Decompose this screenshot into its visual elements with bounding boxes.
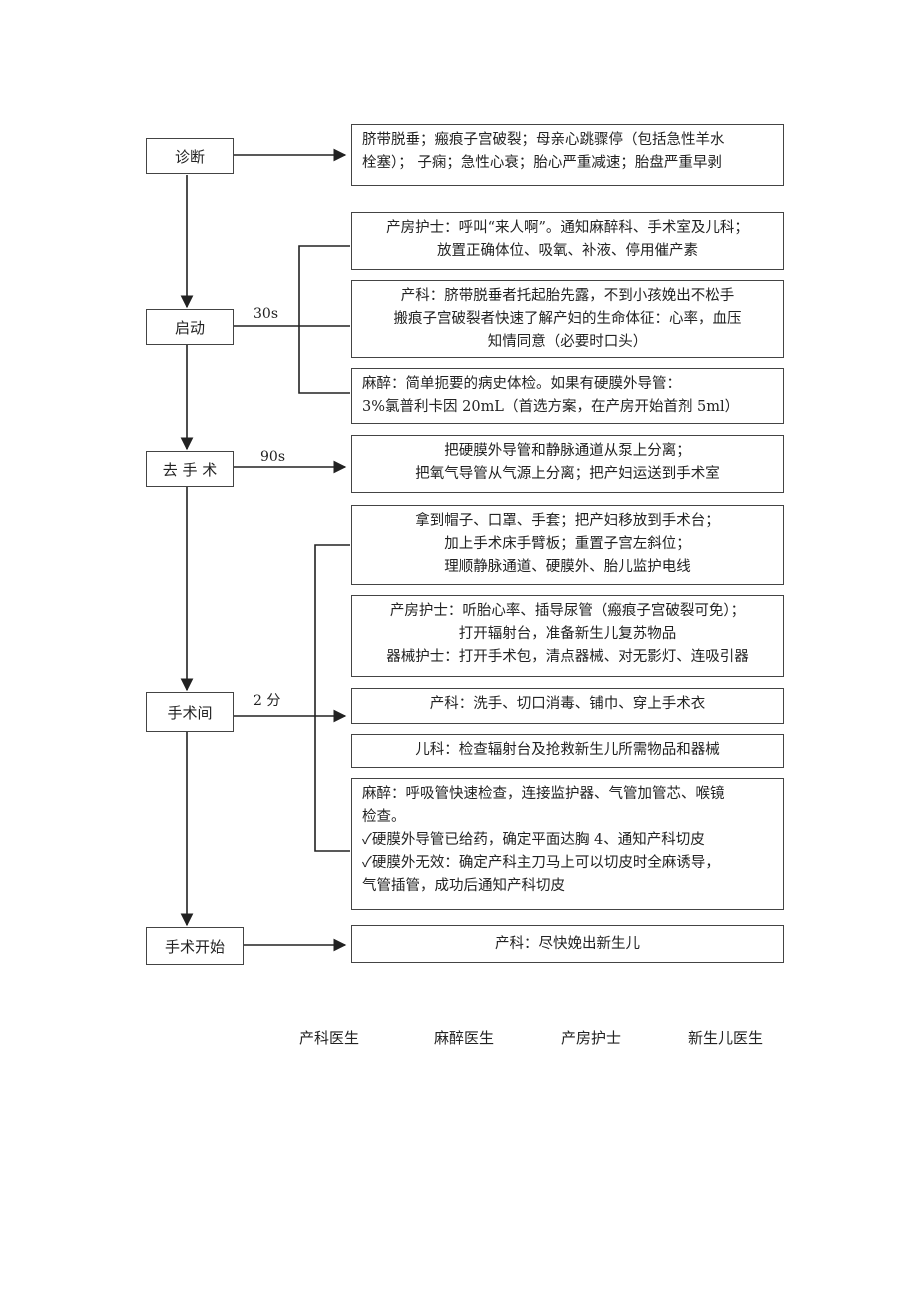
- box-line: 产房护士：听胎心率、插导尿管（瘢痕子宫破裂可免）；: [389, 603, 746, 619]
- box-room-nurse: 产房护士：听胎心率、插导尿管（瘢痕子宫破裂可免）； 打开辐射台，准备新生儿复苏物…: [351, 595, 784, 677]
- box-line: 器械护士：打开手术包，清点器械、对无影灯、连吸引器: [386, 649, 749, 665]
- box-transfer: 把硬膜外导管和静脉通道从泵上分离； 把氧气导管从气源上分离；把产妇运送到手术室: [351, 435, 784, 493]
- legend-neonatologist: 新生儿医生: [688, 1029, 764, 1047]
- box-line: 把氧气导管从气源上分离；把产妇运送到手术室: [415, 466, 720, 482]
- node-diagnose-label: 诊断: [174, 147, 205, 166]
- box-line: 打开辐射台，准备新生儿复苏物品: [458, 626, 677, 642]
- box-line: 放置正确体位、吸氧、补液、停用催产素: [437, 243, 698, 259]
- box-line: 搬痕子宫破裂者快速了解产妇的生命体征：心率，血压: [393, 311, 742, 327]
- box-line: 检查。: [362, 809, 406, 825]
- box-line: 气管插管，成功后通知产科切皮: [362, 878, 565, 894]
- legend-anesthesiologist: 麻醉医生: [434, 1029, 495, 1047]
- legend-obstetrician: 产科医生: [299, 1029, 360, 1047]
- box-line: 理顺静脉通道、硬膜外、胎儿监护电线: [444, 559, 691, 575]
- box-line: 知情同意（必要时口头）: [487, 334, 648, 350]
- legend-delivery-nurse: 产房护士: [561, 1029, 622, 1047]
- box-line: 加上手术床手臂板；重置子宫左斜位；: [444, 536, 691, 552]
- box-room-ob: 产科：洗手、切口消毒、铺巾、穿上手术衣: [351, 688, 784, 724]
- node-to-or-label: 去 手 术: [162, 460, 218, 479]
- box-line: 产科：脐带脱垂者托起胎先露，不到小孩娩出不松手: [400, 288, 735, 304]
- box-line: 麻醉：简单扼要的病史体检。如果有硬膜外导管：: [362, 376, 681, 392]
- box-line: 栓塞）； 子痫；急性心衰；胎心严重减速；胎盘严重早剥: [362, 155, 722, 171]
- edge-label-to-or-time: 90s: [260, 449, 285, 465]
- box-line: 脐带脱垂；瘢痕子宫破裂；母亲心跳骤停（包括急性羊水: [362, 132, 725, 148]
- node-start-label: 启动: [174, 318, 205, 337]
- box-line: ✓硬膜外导管已给药，确定平面达胸 4、通知产科切皮: [362, 832, 705, 848]
- box-anes-start: 麻醉：简单扼要的病史体检。如果有硬膜外导管： 3%氯普利卡因 20mL（首选方案…: [351, 368, 784, 424]
- bracket-or-room: [314, 544, 350, 852]
- node-start: 启动: [146, 309, 234, 345]
- box-room-all: 拿到帽子、口罩、手套；把产妇移放到手术台； 加上手术床手臂板；重置子宫左斜位； …: [351, 505, 784, 585]
- node-or-room-label: 手术间: [167, 703, 213, 722]
- box-line: 拿到帽子、口罩、手套；把产妇移放到手术台；: [415, 513, 720, 529]
- box-line: ✓硬膜外无效：确定产科主刀马上可以切皮时全麻诱导，: [362, 855, 720, 871]
- box-line: 产房护士：呼叫“来人啊”。通知麻醉科、手术室及儿科；: [386, 220, 749, 236]
- node-surgery-start: 手术开始: [146, 927, 244, 965]
- bracket-start: [298, 245, 350, 394]
- node-surgery-start-label: 手术开始: [164, 937, 225, 956]
- box-room-anes: 麻醉：呼吸管快速检查，连接监护器、气管加管芯、喉镜 检查。 ✓硬膜外导管已给药，…: [351, 778, 784, 910]
- box-deliver: 产科：尽快娩出新生儿: [351, 925, 784, 963]
- box-line: 产科：尽快娩出新生儿: [495, 935, 640, 952]
- box-line: 儿科：检查辐射台及抢救新生儿所需物品和器械: [415, 742, 720, 758]
- box-room-peds: 儿科：检查辐射台及抢救新生儿所需物品和器械: [351, 734, 784, 768]
- edge-label-or-room-time: 2 分: [253, 693, 281, 709]
- box-line: 产科：洗手、切口消毒、铺巾、穿上手术衣: [429, 696, 706, 712]
- box-line: 麻醉：呼吸管快速检查，连接监护器、气管加管芯、喉镜: [362, 786, 725, 802]
- node-or-room: 手术间: [146, 692, 234, 732]
- box-nurse-start: 产房护士：呼叫“来人啊”。通知麻醉科、手术室及儿科； 放置正确体位、吸氧、补液、…: [351, 212, 784, 270]
- box-indications: 脐带脱垂；瘢痕子宫破裂；母亲心跳骤停（包括急性羊水 栓塞）； 子痫；急性心衰；胎…: [351, 124, 784, 186]
- node-diagnose: 诊断: [146, 138, 234, 174]
- box-line: 把硬膜外导管和静脉通道从泵上分离；: [444, 443, 691, 459]
- box-line: 3%氯普利卡因 20mL（首选方案，在产房开始首剂 5ml）: [362, 399, 740, 415]
- box-ob-start: 产科：脐带脱垂者托起胎先露，不到小孩娩出不松手 搬痕子宫破裂者快速了解产妇的生命…: [351, 280, 784, 358]
- edge-label-start-time: 30s: [253, 306, 278, 322]
- node-to-or: 去 手 术: [146, 451, 234, 487]
